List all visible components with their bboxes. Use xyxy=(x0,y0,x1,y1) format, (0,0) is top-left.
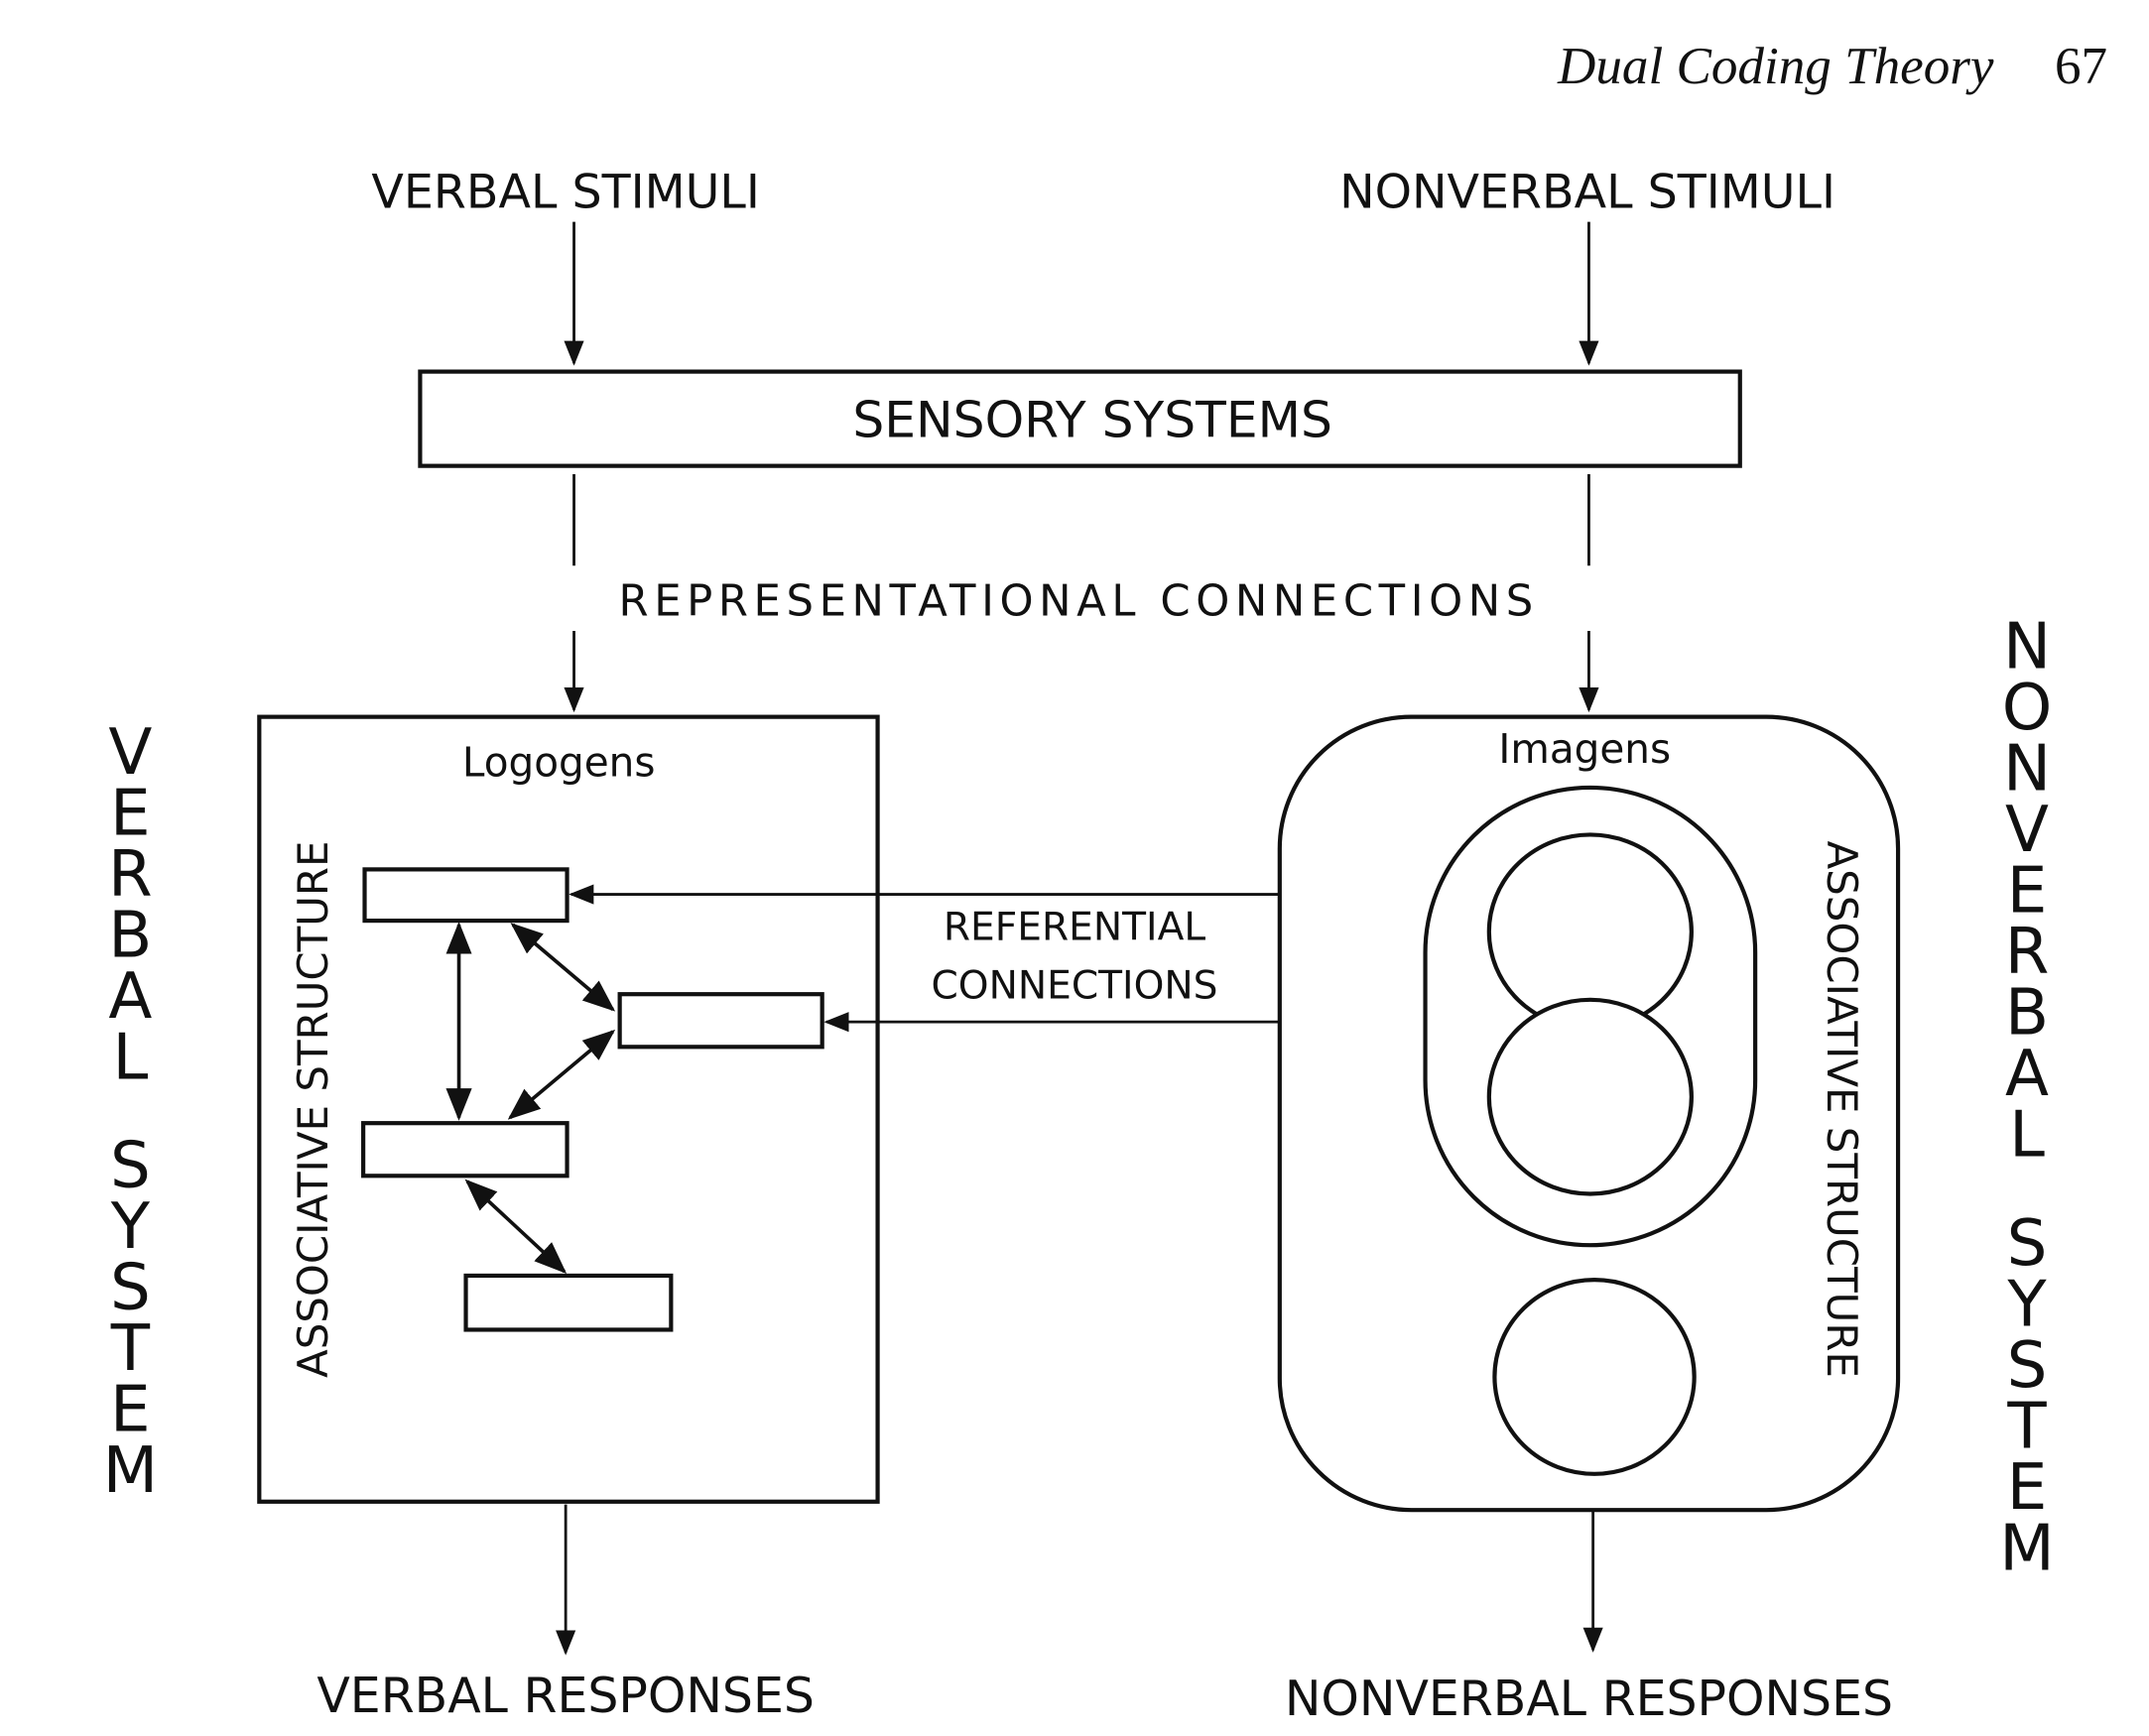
side-label-letter: A xyxy=(2005,1037,2049,1111)
side-label-letter: N xyxy=(2003,732,2051,806)
nonverbal-stimuli-label: NONVERBAL STIMULI xyxy=(1339,166,1835,220)
side-label-letter: B xyxy=(2005,976,2049,1051)
imagens-label: Imagens xyxy=(1498,725,1671,773)
side-label-letter: S xyxy=(110,1250,151,1324)
side-label-letter: L xyxy=(112,1020,148,1094)
side-label-letter: S xyxy=(2007,1328,2048,1403)
assoc-arrow-logogen-2-3 xyxy=(507,1029,616,1120)
side-label-letter: N xyxy=(2003,610,2051,684)
assoc-arrow-logogen-3-4 xyxy=(464,1178,568,1274)
verbal-system-box xyxy=(257,714,880,1504)
verbal-stimuli-label: VERBAL STIMULI xyxy=(371,166,760,220)
running-title: Dual Coding Theory xyxy=(1557,38,1994,95)
logogen-3 xyxy=(361,1121,569,1178)
side-label-letter: V xyxy=(108,715,152,790)
side-label-letter: B xyxy=(108,898,152,972)
page-number: 67 xyxy=(2055,38,2107,95)
referential-connections-label-line1: REFERENTIAL xyxy=(944,906,1205,950)
side-label-letter: S xyxy=(110,1128,151,1202)
nonverbal-associative-structure-label: ASSOCIATIVE STRUCTURE xyxy=(1818,840,1866,1378)
side-label-letter: R xyxy=(108,837,153,912)
side-label-letter: E xyxy=(2007,1450,2048,1525)
imagen-2 xyxy=(1486,997,1694,1196)
side-label-letter: R xyxy=(2005,915,2050,989)
imagen-3 xyxy=(1492,1278,1697,1476)
referential-connections-label-line2: CONNECTIONS xyxy=(932,963,1218,1008)
side-label-letter: E xyxy=(110,1372,151,1446)
side-label-letter: E xyxy=(2007,854,2048,929)
logogen-4 xyxy=(463,1273,674,1332)
side-label-letter: M xyxy=(103,1433,158,1508)
side-label-letter: E xyxy=(110,776,151,850)
side-label-letter: Y xyxy=(2006,1267,2047,1341)
logogens-label: Logogens xyxy=(462,739,656,787)
side-label-letter: A xyxy=(108,959,152,1034)
representational-connections-label: REPRESENTATIONAL CONNECTIONS xyxy=(619,577,1539,627)
side-label-letter: Y xyxy=(110,1189,151,1264)
side-label-letter: S xyxy=(2007,1206,2048,1281)
logogen-1 xyxy=(362,867,569,924)
side-label-letter: T xyxy=(2006,1389,2047,1463)
side-label-letter: O xyxy=(2002,671,2053,745)
logogen-2 xyxy=(617,992,824,1050)
side-label-letter: T xyxy=(110,1311,151,1386)
nonverbal-responses-label: NONVERBAL RESPONSES xyxy=(1285,1671,1893,1727)
sensory-systems-label: SENSORY SYSTEMS xyxy=(852,390,1332,448)
side-label-letter: L xyxy=(2009,1098,2045,1173)
verbal-responses-label: VERBAL RESPONSES xyxy=(316,1668,815,1724)
side-label-letter: M xyxy=(1999,1511,2054,1585)
assoc-arrow-logogen-1-2 xyxy=(510,923,616,1012)
verbal-associative-structure-label: ASSOCIATIVE STRUCTURE xyxy=(289,840,337,1378)
side-label-letter: V xyxy=(2005,793,2049,867)
sensory-systems-box xyxy=(418,369,1742,468)
